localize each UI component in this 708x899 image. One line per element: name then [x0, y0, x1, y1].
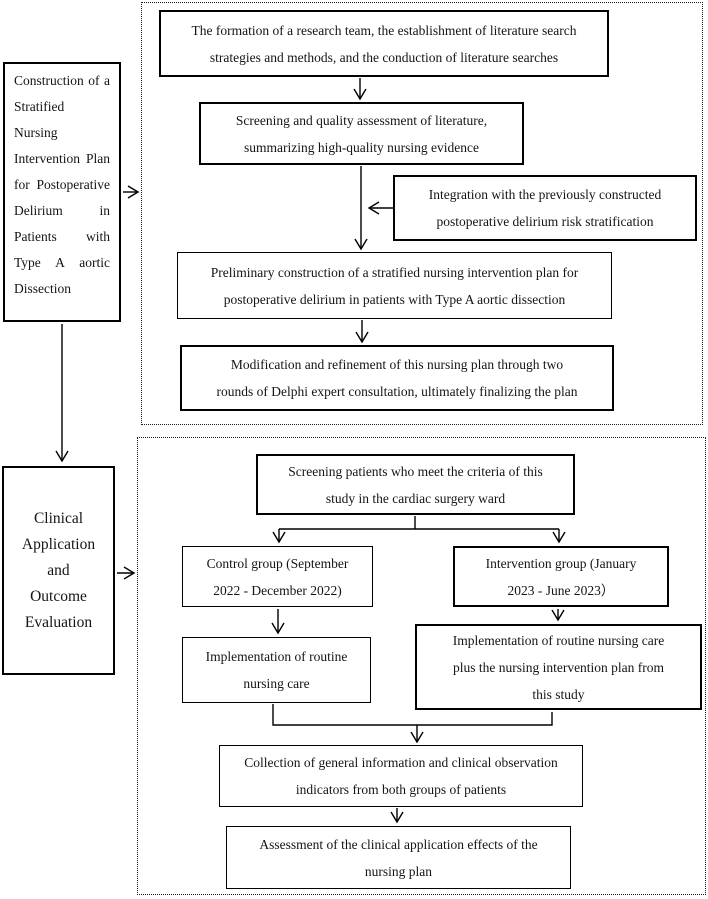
application-phase-panel [137, 437, 706, 895]
risk-stratification-integration-box: Integration with the previously construc… [393, 175, 697, 241]
literature-screening-box: Screening and quality assessment of lite… [199, 102, 524, 165]
intervention-group-box: Intervention group (January 2023 - June … [453, 546, 669, 607]
construction-phase-label-box: Construction of a Stratified Nursing Int… [3, 62, 121, 322]
delphi-refinement-box: Modification and refinement of this nurs… [180, 345, 614, 411]
preliminary-plan-box: Preliminary construction of a stratified… [177, 252, 612, 319]
routine-care-box: Implementation of routine nursing care [182, 637, 371, 703]
routine-plus-intervention-box: Implementation of routine nursing care p… [415, 624, 702, 710]
assessment-box: Assessment of the clinical application e… [226, 826, 571, 889]
clinical-phase-label-box: Clinical Application and Outcome Evaluat… [2, 466, 115, 675]
control-group-box: Control group (September 2022 - December… [182, 546, 373, 607]
patient-screening-box: Screening patients who meet the criteria… [256, 454, 575, 515]
literature-search-box: The formation of a research team, the es… [159, 10, 609, 77]
data-collection-box: Collection of general information and cl… [219, 745, 583, 807]
construction-phase-panel [141, 2, 703, 425]
